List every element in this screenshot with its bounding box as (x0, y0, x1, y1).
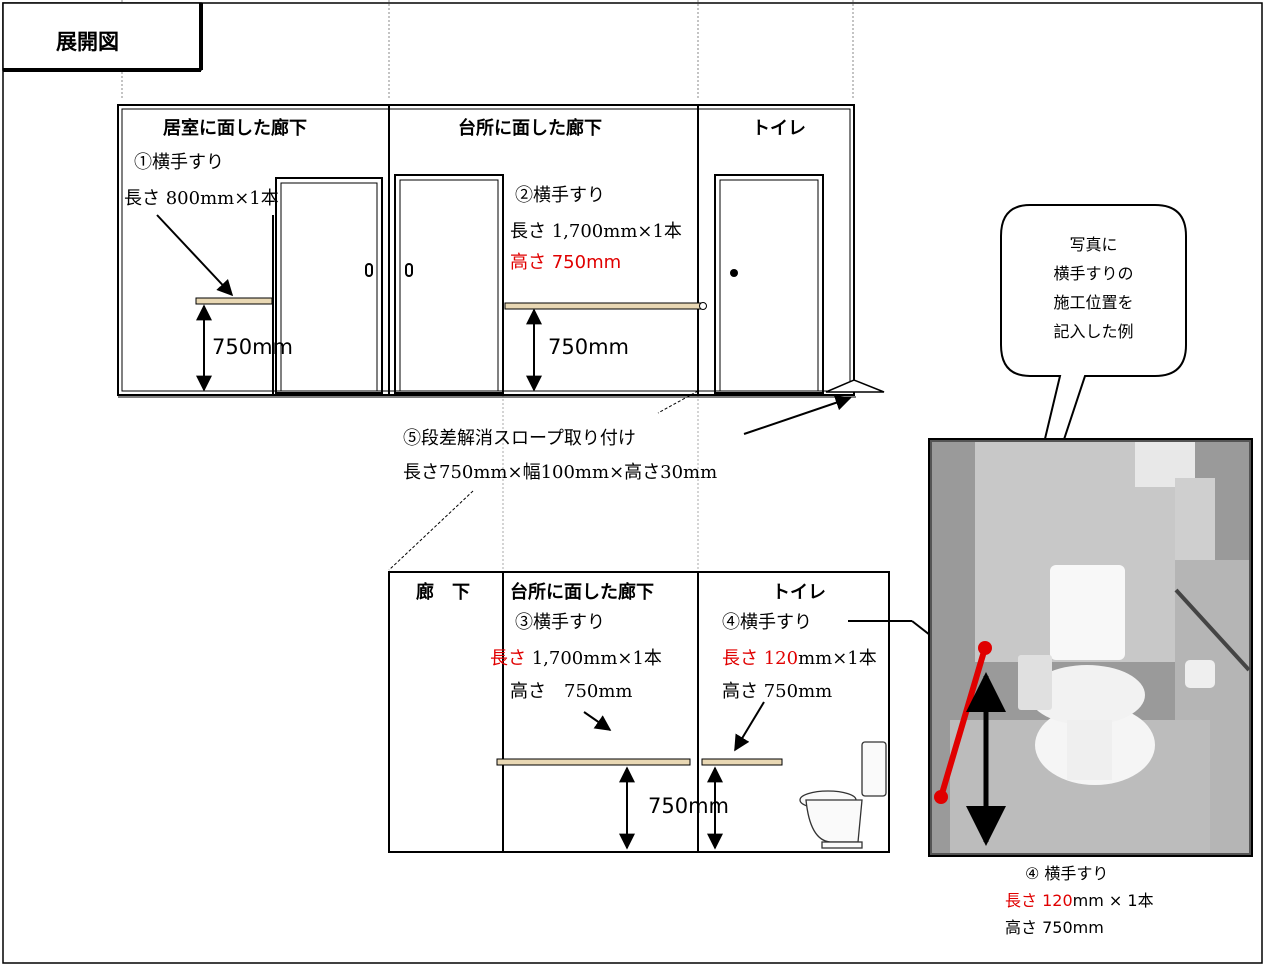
callout-text: 写真に 横手すりの 施工位置を 記入した例 (1001, 230, 1186, 346)
handrail-2 (504, 302, 702, 310)
toilet-icon (799, 741, 887, 849)
handrail-2-height: 高さ 750mm (510, 252, 622, 273)
slope-size: 長さ750mm×幅100mm×高さ30mm (403, 462, 718, 483)
photo-caption-length: 長さ 120mm × 1本 (1005, 887, 1154, 911)
room-label-kitchen-corridor: 台所に面した廊下 (458, 118, 602, 139)
handrail-4-height: 高さ 750mm (722, 681, 833, 702)
photo-caption-length-value: mm × 1本 (1072, 891, 1154, 910)
room-label-toilet: トイレ (752, 118, 806, 139)
slope-name: ⑤段差解消スロープ取り付け (403, 428, 636, 449)
photo-caption-name: ④ 横手すり (1025, 864, 1109, 883)
dim-label-2: 750mm (548, 335, 629, 359)
callout-line-1: 写真に (1069, 235, 1118, 254)
room-label-living-corridor: 居室に面した廊下 (163, 118, 307, 139)
page-title: 展開図 (56, 30, 119, 54)
handrail-3-height: 高さ 750mm (510, 681, 633, 702)
room-label-corridor: 廊 下 (416, 582, 470, 603)
handrail-4-name: ④横手すり (722, 612, 812, 633)
handrail-4-length-value: mm×1本 (798, 648, 877, 669)
handrail-4-length: 長さ 120mm×1本 (722, 644, 877, 670)
handrail-4 (701, 758, 783, 766)
dim-label-1: 750mm (212, 335, 293, 359)
dim-label-3: 750mm (648, 794, 729, 818)
handrail-4-length-label: 長さ 120 (722, 648, 799, 669)
room-label-toilet-2: トイレ (772, 582, 826, 603)
handrail-2-name: ②横手すり (515, 185, 605, 206)
callout-line-3: 施工位置を (1053, 293, 1134, 312)
handrail-1-name: ①横手すり (134, 152, 224, 173)
handrail-3-name: ③横手すり (515, 612, 605, 633)
handrail-3 (496, 758, 691, 766)
handrail-3-length: 長さ 1,700mm×1本 (490, 644, 662, 670)
handrail-1-length: 長さ 800mm×1本 (124, 188, 279, 209)
photo-caption-height: 高さ 750mm (1005, 918, 1104, 937)
handrail-2-length: 長さ 1,700mm×1本 (510, 221, 682, 242)
photo-caption-length-label: 長さ 120 (1005, 891, 1073, 910)
handrail-3-length-value: 1,700mm×1本 (526, 648, 662, 669)
callout-line-4: 記入した例 (1053, 322, 1134, 341)
room-label-kitchen-corridor-2: 台所に面した廊下 (510, 582, 654, 603)
handrail-1 (195, 297, 273, 305)
handrail-3-length-label: 長さ (490, 648, 526, 669)
callout-line-2: 横手すりの (1053, 264, 1134, 283)
